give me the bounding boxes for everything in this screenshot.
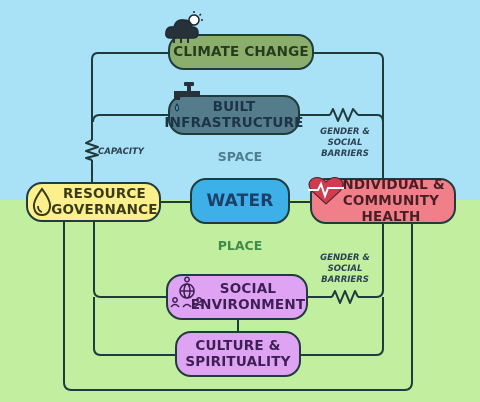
capacity-label: CAPACITY	[98, 147, 144, 157]
climate-change-label: CLIMATE CHANGE	[173, 44, 309, 60]
place-label: PLACE	[217, 238, 263, 253]
culture-spirituality-node: CULTURE & SPIRITUALITY	[175, 331, 301, 377]
faucet-icon	[174, 82, 200, 112]
built-infrastructure-label: BUILT INFRASTRUCTURE	[164, 99, 304, 131]
community-health-label: INDIVIDUAL & COMMUNITY HEALTH	[337, 177, 445, 225]
water-label: WATER	[206, 191, 274, 211]
gender-barriers-label-bottom: GENDER & SOCIAL BARRIERS	[320, 253, 370, 285]
culture-spirituality-label: CULTURE & SPIRITUALITY	[185, 338, 291, 370]
water-drop-icon	[32, 187, 52, 217]
space-label: SPACE	[217, 149, 263, 164]
social-environment-label: SOCIAL ENVIRONMENT	[190, 281, 306, 313]
cloud-sun-icon	[165, 11, 203, 43]
heart-pulse-icon	[308, 177, 344, 205]
climate-change-node: CLIMATE CHANGE	[168, 34, 314, 70]
gender-barriers-label-top: GENDER & SOCIAL BARRIERS	[320, 127, 370, 159]
social-environment-node: SOCIAL ENVIRONMENT	[166, 274, 308, 320]
built-infrastructure-node: BUILT INFRASTRUCTURE	[164, 95, 303, 135]
community-health-node: INDIVIDUAL & COMMUNITY HEALTH	[310, 177, 456, 225]
water-node: WATER	[190, 178, 290, 224]
resource-governance-node: RESOURCE GOVERNANCE	[26, 182, 161, 222]
community-globe-icon	[170, 276, 204, 308]
resource-governance-label: RESOURCE GOVERNANCE	[51, 186, 158, 218]
